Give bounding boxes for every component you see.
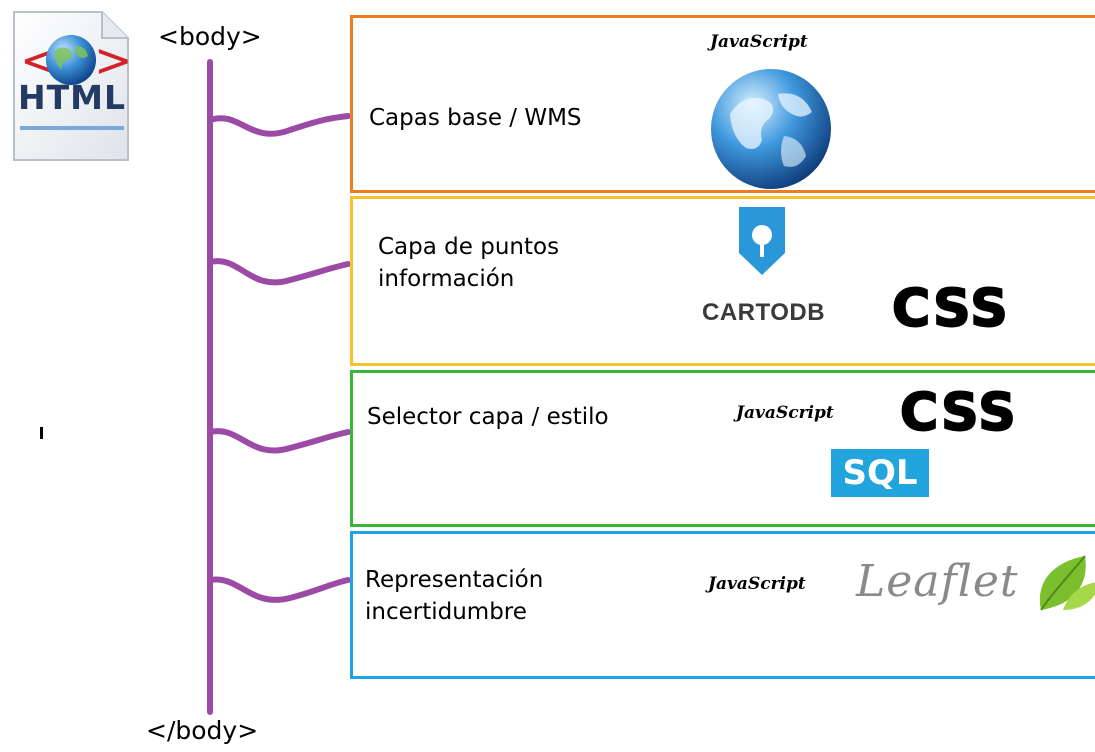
layer-label-base: Capas base / WMS xyxy=(369,105,582,131)
stray-tick-mark xyxy=(40,427,43,439)
body-open-tag: <body> xyxy=(158,22,262,51)
css-logo: CSS xyxy=(899,383,1018,443)
html-file-label: HTML xyxy=(18,78,126,117)
connector-2 xyxy=(207,258,351,286)
svg-text:>: > xyxy=(94,33,130,87)
layer-label-uncertainty-line-1: Representación xyxy=(365,567,544,593)
body-close-tag: </body> xyxy=(146,716,259,745)
layer-label-points: Capa de puntos información xyxy=(378,231,559,295)
css-logo: CSS xyxy=(891,279,1010,339)
connector-1 xyxy=(207,113,351,137)
globe-icon xyxy=(711,69,831,189)
html-file-icon: < > xyxy=(13,11,130,161)
layer-label-uncertainty: Representación incertidumbre xyxy=(365,564,543,628)
layer-label-uncertainty-line-2: incertidumbre xyxy=(365,599,527,625)
layer-label-selector: Selector capa / estilo xyxy=(367,404,609,430)
layer-box-selector: Selector capa / estilo JavaScript CSS SQ… xyxy=(350,370,1095,527)
layer-box-uncertainty: Representación incertidumbre JavaScript … xyxy=(350,531,1095,679)
javascript-logo: JavaScript xyxy=(736,403,834,423)
layer-label-points-line-2: información xyxy=(378,266,515,292)
javascript-logo: JavaScript xyxy=(710,32,808,52)
javascript-logo: JavaScript xyxy=(708,574,806,594)
connector-3 xyxy=(207,428,351,454)
layer-box-points: Capa de puntos información CARTODB CSS xyxy=(350,196,1095,366)
cartodb-shield-icon xyxy=(739,207,785,275)
layer-box-base: Capas base / WMS JavaScript xyxy=(350,15,1095,193)
connector-4 xyxy=(207,576,351,603)
cartodb-logo: CARTODB xyxy=(702,299,826,326)
leaflet-logo: Leaflet xyxy=(856,556,1019,607)
sql-logo: SQL xyxy=(831,449,929,497)
leaflet-leaf-icon xyxy=(1039,555,1095,611)
layer-label-points-line-1: Capa de puntos xyxy=(378,234,560,260)
